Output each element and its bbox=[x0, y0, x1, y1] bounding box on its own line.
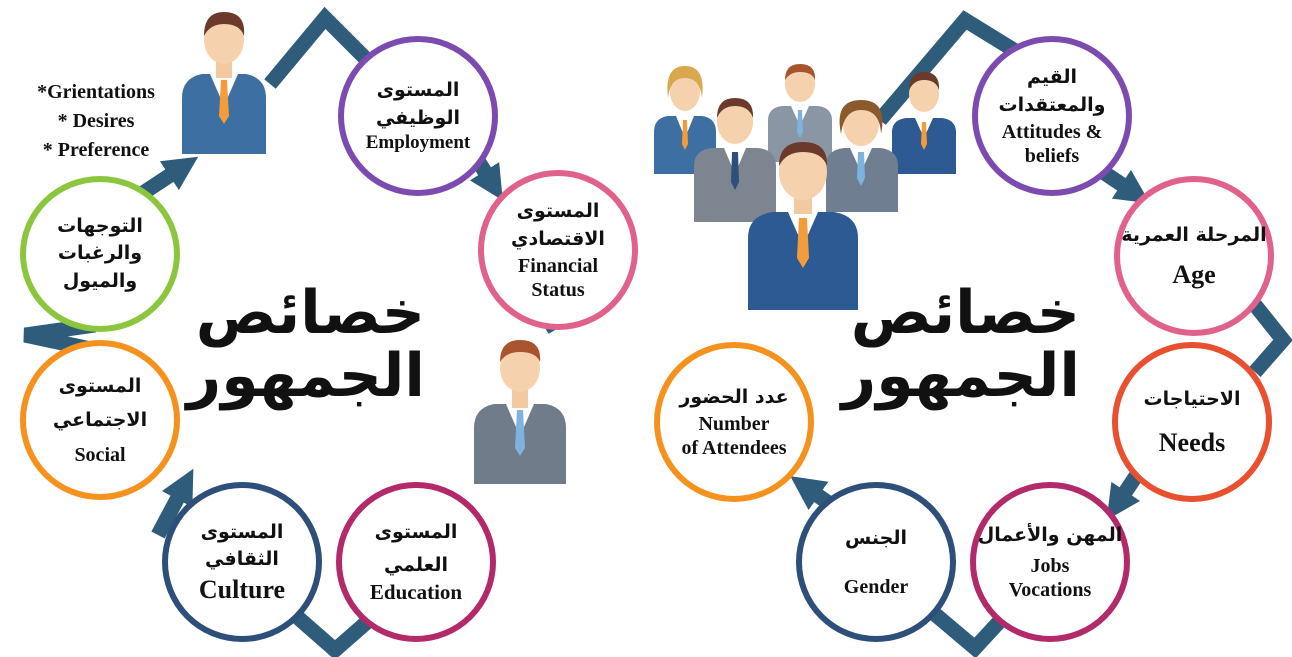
people-group-icon bbox=[654, 64, 956, 310]
circle-needs: الاحتياجات Needs bbox=[1112, 342, 1272, 502]
orientations-ar-3: والميول bbox=[62, 269, 138, 292]
circle-culture: المستوى الثقافي Culture bbox=[162, 482, 322, 642]
attitudes-ar-2: والمعتقدات bbox=[998, 94, 1106, 116]
attitudes-ar-1: القيم bbox=[1027, 66, 1077, 89]
financial-ar-2: الاقتصادي bbox=[511, 228, 605, 250]
orientations-ar-1: التوجهات bbox=[57, 214, 143, 237]
left-notes: *Grientations * Desires * Preference bbox=[10, 78, 182, 165]
businessman-icon bbox=[182, 12, 266, 154]
group-person-5 bbox=[826, 100, 898, 212]
right-title-line1: خصائص bbox=[850, 278, 1080, 348]
left-title: خصائص الجمهور bbox=[186, 278, 425, 411]
circle-employment: المستوى الوظيفي Employment bbox=[338, 36, 498, 196]
circle-attitudes: القيم والمعتقدات Attitudes & beliefs bbox=[972, 36, 1132, 196]
financial-en-2: Status bbox=[531, 278, 585, 301]
gender-ar: الجنس bbox=[845, 527, 907, 550]
culture-ar-2: الثقافي bbox=[205, 548, 279, 571]
education-ar-1: المستوى bbox=[374, 520, 458, 543]
social-ar-1: المستوى bbox=[58, 375, 142, 398]
right-title: خصائص الجمهور bbox=[841, 278, 1080, 411]
culture-en: Culture bbox=[198, 574, 286, 604]
circle-jobs: المهن والأعمال Jobs Vocations bbox=[970, 482, 1130, 642]
left-title-line2: الجمهور bbox=[186, 341, 425, 411]
note-preference: * Preference bbox=[42, 139, 150, 161]
jobs-en-2: Vocations bbox=[1008, 578, 1092, 601]
right-title-line2: الجمهور bbox=[841, 341, 1080, 411]
orientations-ar-2: والرغبات bbox=[57, 242, 143, 265]
attendees-ar: عدد الحضور bbox=[679, 386, 789, 409]
gender-en: Gender bbox=[843, 575, 909, 598]
attendees-en-2: of Attendees bbox=[681, 436, 787, 459]
track-left-bottom bbox=[290, 609, 380, 657]
attendees-en-1: Number bbox=[698, 412, 770, 435]
employment-ar-2: الوظيفي bbox=[375, 106, 461, 129]
note-orientations: *Grientations bbox=[37, 81, 155, 103]
circle-age: المرحلة العمرية Age bbox=[1114, 176, 1274, 336]
financial-ar-1: المستوى bbox=[516, 200, 600, 223]
circle-orientations: التوجهات والرغبات والميول bbox=[20, 176, 180, 332]
group-person-4 bbox=[694, 98, 776, 222]
circle-gender: الجنس Gender bbox=[796, 482, 956, 642]
age-en: Age bbox=[1172, 260, 1216, 290]
track-right-side bbox=[1249, 300, 1292, 377]
group-person-6 bbox=[748, 142, 858, 310]
culture-ar-1: المستوى bbox=[200, 520, 284, 543]
age-ar: المرحلة العمرية bbox=[1121, 223, 1267, 246]
employment-en: Employment bbox=[365, 132, 471, 154]
group-person-3 bbox=[892, 72, 956, 174]
attitudes-en-1: Attitudes & bbox=[1001, 120, 1103, 143]
social-ar-2: الاجتماعي bbox=[52, 409, 148, 431]
education-ar-2: العلمي bbox=[383, 554, 449, 577]
attitudes-en-2: beliefs bbox=[1024, 144, 1080, 167]
jobs-en-1: Jobs bbox=[1030, 554, 1070, 577]
needs-ar: الاحتياجات bbox=[1143, 387, 1241, 410]
circle-education: المستوى العلمي Education bbox=[336, 482, 496, 642]
left-title-line1: خصائص bbox=[195, 278, 425, 348]
circle-social: المستوى الاجتماعي Social bbox=[20, 340, 180, 500]
financial-en-1: Financial bbox=[517, 254, 598, 277]
businessman-icon bbox=[474, 340, 566, 484]
employment-ar-1: المستوى bbox=[376, 79, 460, 102]
education-en: Education bbox=[369, 579, 463, 604]
needs-en: Needs bbox=[1158, 428, 1226, 458]
jobs-ar: المهن والأعمال bbox=[977, 524, 1123, 547]
social-en: Social bbox=[74, 443, 126, 466]
note-desires: * Desires bbox=[57, 110, 135, 132]
track-left-social-culture bbox=[151, 468, 194, 539]
circle-financial: المستوى الاقتصادي Financial Status bbox=[478, 170, 638, 330]
circle-attendees: عدد الحضور Number of Attendees bbox=[654, 342, 814, 502]
track-right-top bbox=[874, 10, 1034, 125]
